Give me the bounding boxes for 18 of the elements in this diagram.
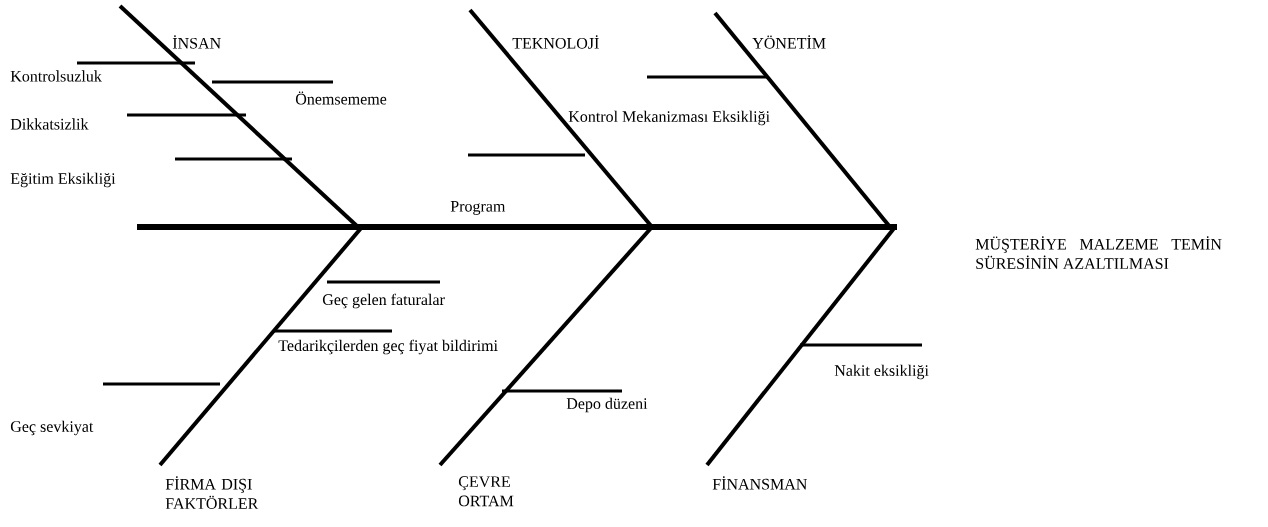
cause-label: Tedarikçilerden geç fiyat bildirimi xyxy=(278,339,498,355)
category-label: FİNANSMAN xyxy=(712,476,807,490)
cause-label: Önemsememe xyxy=(295,91,387,105)
cause-label: Eğitim Eksikliği xyxy=(10,172,116,188)
category-label: İNSAN xyxy=(172,35,221,49)
cause-label: Dikkatsizlik xyxy=(10,118,89,130)
cause-label: Depo düzeni xyxy=(566,397,648,413)
category-label: FİRMA DIŞI FAKTÖRLER xyxy=(165,476,259,509)
category-label: YÖNETİM xyxy=(752,35,826,49)
cause-label: Kontrolsuzluk xyxy=(10,70,102,82)
effect-label: MÜŞTERİYE MALZEME TEMİN SÜRESİNİN AZALTILMASI xyxy=(975,236,1222,269)
cause-label: Geç sevkiyat xyxy=(10,420,94,436)
cause-label: Nakit eksikliği xyxy=(834,364,929,380)
cause-label: Geç gelen faturalar xyxy=(322,293,445,309)
category-label: ÇEVRE ORTAM xyxy=(458,476,514,507)
cause-label: Program xyxy=(450,201,506,215)
cause-label: Kontrol Mekanizması Eksikliği xyxy=(568,110,770,126)
category-label: TEKNOLOJİ xyxy=(512,35,599,49)
